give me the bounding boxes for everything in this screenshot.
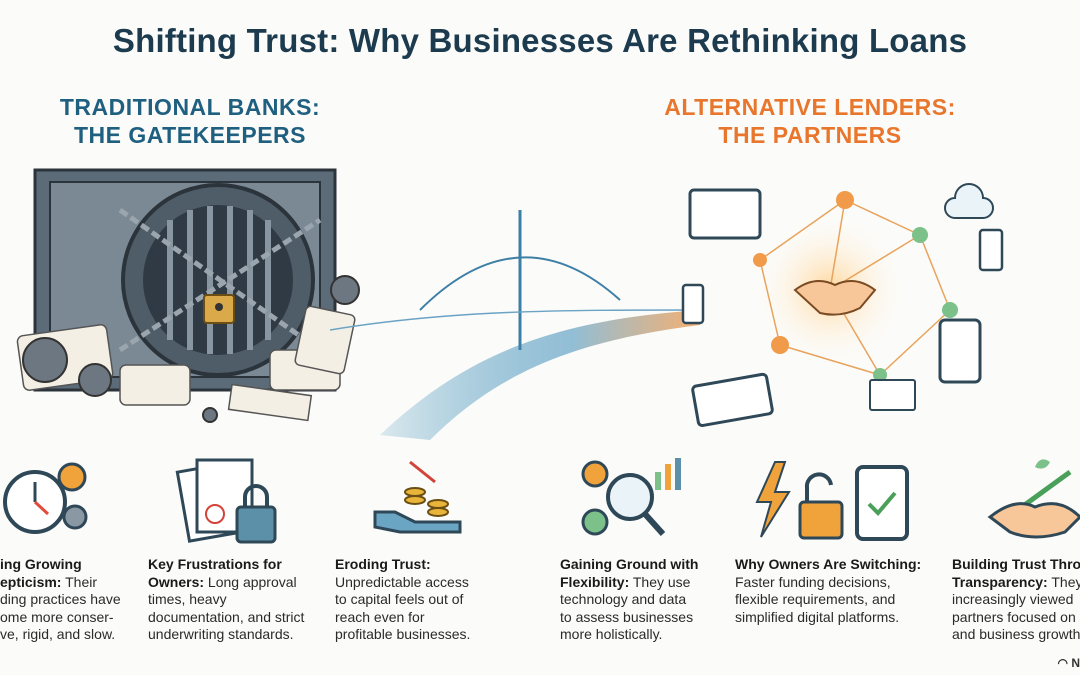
alternative-lenders-heading: ALTERNATIVE LENDERS: THE PARTNERS bbox=[640, 93, 980, 149]
line: Gaining Ground with bbox=[560, 556, 699, 572]
vault-icon bbox=[16, 168, 360, 423]
network-diagram bbox=[681, 183, 1004, 427]
magnifier-data-icon bbox=[581, 458, 681, 537]
page-title: Shifting Trust: Why Businesses Are Rethi… bbox=[112, 22, 968, 59]
line: underwriting standards. bbox=[148, 626, 294, 643]
line: simplified digital platforms. bbox=[735, 608, 900, 625]
line: to capital feels out of bbox=[335, 591, 464, 608]
line: ome more conser- bbox=[0, 608, 114, 625]
line: Why Owners Are Switching: bbox=[735, 556, 922, 572]
heading-line: THE PARTNERS bbox=[718, 122, 902, 148]
line: documentation, and strict bbox=[148, 608, 305, 625]
traditional-banks-heading: TRADITIONAL BANKS: THE GATEKEEPERS bbox=[40, 93, 340, 149]
line: Key Frustrations for bbox=[148, 556, 282, 572]
line: and business growth bbox=[952, 626, 1080, 643]
info-column-eroding-trust: Eroding Trust: Unpredictable access to c… bbox=[335, 556, 470, 644]
line: technology and data bbox=[560, 591, 687, 608]
heading-line: ALTERNATIVE LENDERS: bbox=[664, 94, 956, 120]
line: ding practices have bbox=[0, 591, 121, 608]
info-column-building-trust: Building Trust Thro Transparency: They i… bbox=[952, 556, 1080, 644]
illustration bbox=[16, 168, 1004, 440]
line: epticism: Their bbox=[0, 573, 98, 590]
logo-text: N bbox=[1071, 656, 1080, 670]
line: Building Trust Thro bbox=[952, 556, 1080, 572]
lightning-unlock-tablet-icon bbox=[755, 461, 909, 541]
info-column-why-switching: Why Owners Are Switching: Faster funding… bbox=[735, 556, 921, 626]
line: Eroding Trust: bbox=[335, 556, 431, 572]
info-column-banks-skepticism: ing Growing epticism: Their ding practic… bbox=[0, 556, 121, 644]
line: Flexibility: They use bbox=[560, 573, 691, 590]
hand-coins-icon bbox=[373, 460, 462, 534]
heading-line: THE GATEKEEPERS bbox=[74, 122, 306, 148]
line: Owners: Long approval bbox=[148, 573, 297, 590]
logo-icon: ◠ bbox=[1057, 656, 1072, 670]
documents-lock-icon bbox=[175, 458, 277, 544]
handshake-growth-icon bbox=[987, 459, 1080, 539]
line: ve, rigid, and slow. bbox=[0, 626, 116, 643]
line: Transparency: They bbox=[952, 573, 1080, 590]
heading-line: TRADITIONAL BANKS: bbox=[59, 94, 321, 120]
line: times, heavy bbox=[148, 591, 227, 608]
line: Unpredictable access bbox=[335, 573, 469, 590]
handshake-icon bbox=[793, 280, 877, 316]
logo-watermark: ◠ N bbox=[1058, 656, 1080, 670]
tablet-chart-icon bbox=[688, 188, 762, 240]
line: flexible requirements, and bbox=[735, 591, 896, 608]
info-column-key-frustrations: Key Frustrations for Owners: Long approv… bbox=[148, 556, 304, 644]
line: reach even for bbox=[335, 608, 425, 625]
line: increasingly viewed bbox=[952, 591, 1074, 608]
line: Faster funding decisions, bbox=[735, 573, 891, 590]
line: profitable businesses. bbox=[335, 626, 471, 643]
line: more holistically. bbox=[560, 626, 663, 643]
line: to assess businesses bbox=[560, 608, 694, 625]
line: partners focused on bbox=[952, 608, 1076, 625]
bridge-road bbox=[329, 210, 701, 440]
line: ing Growing bbox=[0, 556, 82, 572]
stopwatch-gears-icon bbox=[3, 462, 88, 534]
info-column-flexibility: Gaining Ground with Flexibility: They us… bbox=[560, 556, 698, 644]
